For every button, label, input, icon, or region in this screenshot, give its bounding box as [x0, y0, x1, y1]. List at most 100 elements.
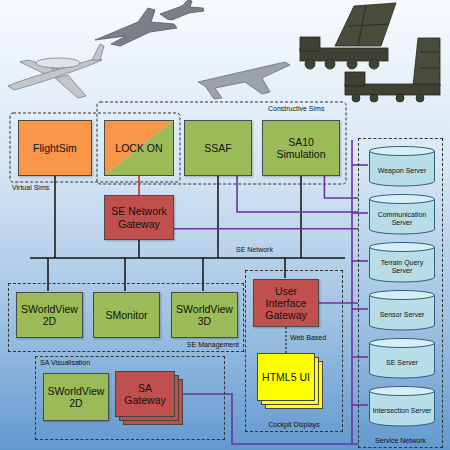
connector [138, 176, 140, 195]
cylinder-top [370, 243, 435, 252]
server-cylinder: SE Server [369, 338, 435, 378]
server-cylinder: Sensor Server [369, 290, 435, 330]
service-network-bus [352, 260, 368, 262]
radar-truck [349, 24, 389, 26]
stack-front [258, 354, 315, 401]
cylinder-shape [369, 386, 435, 426]
awacs-aircraft [36, 58, 80, 68]
service-network-bus [351, 140, 353, 444]
cylinder-top [370, 387, 435, 396]
group-label: SE Network [236, 246, 273, 254]
cylinder-body [370, 343, 435, 378]
node-label: SMonitor [96, 309, 157, 321]
node-label: SA Gateway [118, 382, 172, 406]
label-anchor: Virtual Sims [12, 184, 49, 192]
cylinder-body [370, 247, 435, 282]
se-network-bus [138, 240, 140, 258]
server-cylinder: Intersection Server [369, 386, 435, 426]
radar-truck [335, 3, 396, 46]
radar-truck [325, 59, 335, 69]
node-label: Communication Server [371, 211, 433, 227]
launcher-truck [420, 52, 440, 53]
split-green [104, 120, 174, 176]
radar-truck [300, 37, 320, 51]
node-label: SE Server [371, 359, 433, 367]
se-network-bus [284, 258, 286, 278]
cylinder-top [370, 291, 435, 300]
node-label: Intersection Server [371, 407, 433, 415]
radar-truck [305, 59, 315, 69]
node-label: HTML5 UI [260, 371, 312, 383]
radar-truck [358, 5, 366, 46]
cylinder-body [370, 295, 435, 330]
service-network-bus [352, 308, 368, 310]
simulator-box: SSAF [184, 120, 252, 176]
launcher-truck [370, 94, 378, 102]
node-label: LOCK ON [107, 142, 171, 154]
cylinder-shape [369, 146, 435, 186]
group-outline: SE Management SWorldView 2D SMonitor SWorld… [8, 283, 244, 352]
node-label: Sensor Server [371, 311, 433, 319]
cylinder-top [370, 147, 435, 156]
node-label: User Interface Gateway [256, 285, 316, 321]
se-network-bus [300, 176, 302, 258]
radar-truck [300, 3, 396, 69]
group-label: Virtual Sims [12, 184, 49, 192]
launcher-truck [413, 38, 440, 86]
connector [237, 176, 358, 212]
cylinder-body [370, 151, 435, 186]
launcher-truck [419, 68, 440, 69]
node-label: Weapon Server [371, 167, 433, 175]
connector [324, 176, 358, 198]
fighter-jet [198, 62, 290, 99]
group-outline: Service Network Weapon ServerCommunicatio… [358, 138, 443, 448]
launcher-truck [352, 94, 360, 102]
node-label: SWorldView 2D [46, 385, 106, 409]
cylinder-top [370, 195, 435, 204]
tool-box: SWorldView 3D [171, 292, 238, 338]
radar-truck [347, 59, 357, 69]
node-label: SWorldView 2D [19, 303, 80, 327]
constructive-sims-outline [97, 102, 346, 184]
se-network-bus [47, 258, 49, 291]
connector [319, 302, 358, 304]
group-label: SA Visualisation [40, 359, 90, 367]
label-anchor: Web Based [290, 334, 326, 342]
tool-box: SWorldView 2D [16, 292, 83, 338]
se-network-bus [30, 257, 345, 259]
stack-front [116, 372, 175, 417]
service-network-bus [352, 404, 368, 406]
node-label: FlightSim [21, 142, 89, 154]
se-network-bus [30, 176, 345, 291]
connector [174, 228, 358, 230]
service-network-bus [352, 356, 368, 358]
simulator-box: LOCK ON [104, 120, 174, 176]
group-label: SE Management [187, 341, 239, 349]
node-label: SE Network Gateway [107, 205, 171, 229]
edge-label: Web Based [290, 334, 326, 342]
se-network-bus [54, 176, 56, 258]
split-border [105, 121, 174, 176]
awacs-aircraft [55, 75, 86, 98]
service-network-bus [352, 140, 368, 444]
se-network-bus [217, 176, 219, 258]
node-label: SWorldView 3D [174, 303, 235, 327]
awacs-aircraft [92, 44, 104, 60]
simulator-box: FlightSim [18, 120, 92, 176]
group-outline: SA VisualisationSWorldView 2D SA Gateway [35, 356, 225, 440]
radar-truck [369, 59, 379, 69]
server-cylinder: Communication Server [369, 194, 435, 234]
virtual-sims-outline [10, 113, 180, 182]
service-network-bus [352, 164, 368, 166]
stacked-box: SA Gateway [115, 371, 175, 417]
se-network-bus [124, 258, 126, 291]
stacked-box: HTML5 UI [257, 353, 315, 401]
cylinder-shape [369, 338, 435, 378]
server-cylinder: Weapon Server [369, 146, 435, 186]
launcher-truck [345, 38, 440, 102]
cylinder-body [370, 391, 435, 426]
group-label: Service Network [375, 437, 426, 445]
group-label: Cockpit Displays [268, 421, 320, 429]
se-network-bus [202, 258, 204, 291]
